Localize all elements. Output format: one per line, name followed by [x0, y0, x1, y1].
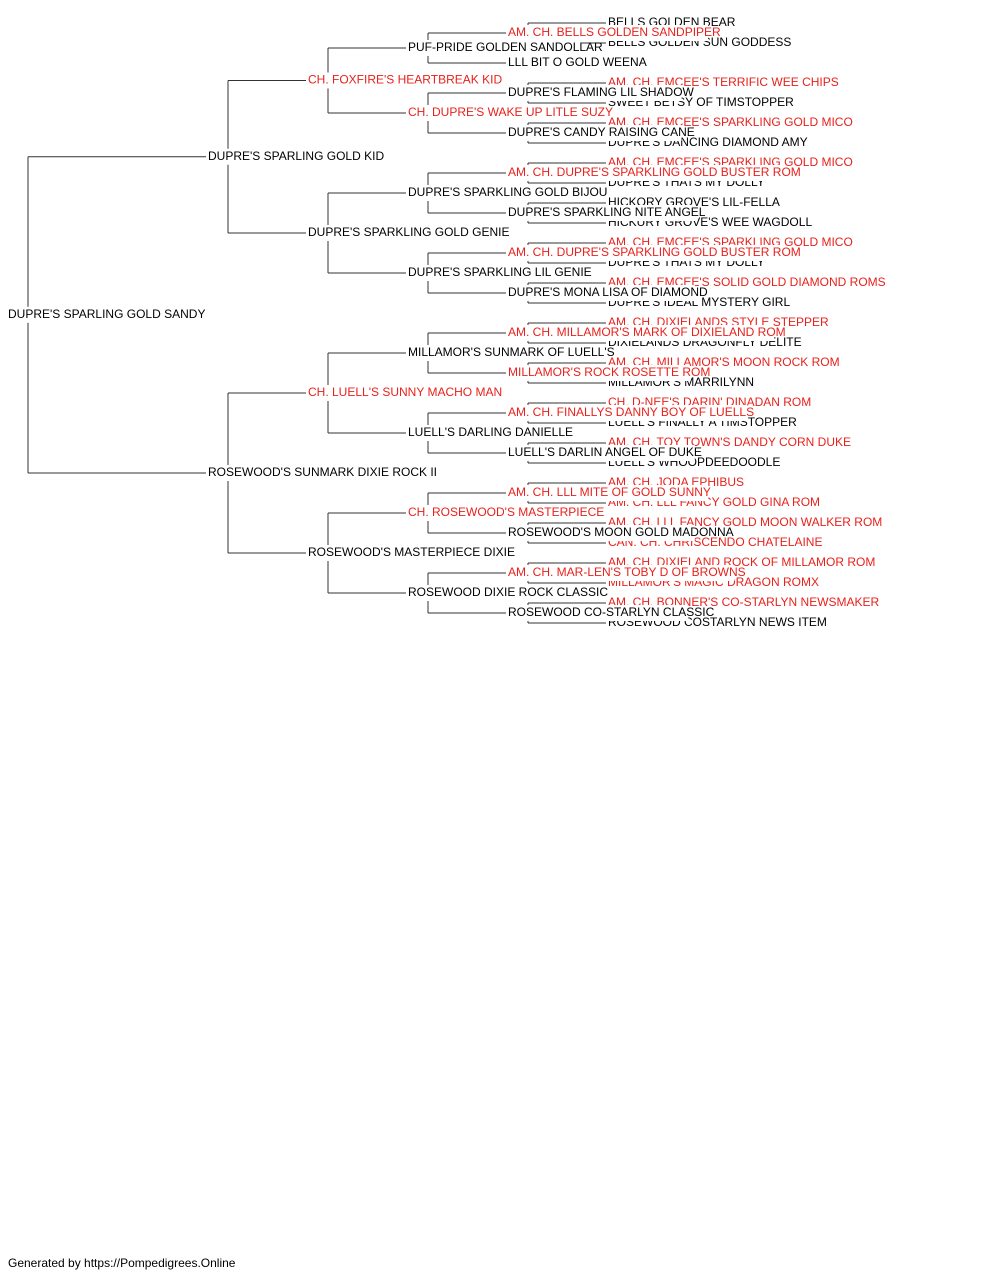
- pedigree-name-gen4: DUPRE'S FLAMING LIL SHADOW: [508, 85, 695, 99]
- pedigree-label-backdrop: [506, 165, 781, 181]
- pedigree-label-backdrop: [506, 55, 642, 71]
- pedigree-name-gen3: PUF-PRIDE GOLDEN SANDOLLAR: [408, 40, 603, 54]
- pedigree-name-gen3: LUELL'S DARLING DANIELLE: [408, 425, 573, 439]
- pedigree-label-backdrop: [506, 325, 774, 341]
- pedigree-name-gen3: CH. DUPRE'S WAKE UP LITLE SUZY: [408, 105, 613, 119]
- pedigree-name-gen1: ROSEWOOD'S SUNMARK DIXIE ROCK II: [208, 465, 437, 479]
- pedigree-name-gen3: DUPRE'S SPARKLING GOLD BIJOU: [408, 185, 607, 199]
- pedigree-name-gen4: AM. CH. DUPRE'S SPARKLING GOLD BUSTER RO…: [508, 165, 801, 179]
- pedigree-name-gen3: DUPRE'S SPARKLING LIL GENIE: [408, 265, 592, 279]
- pedigree-label-backdrop: [506, 485, 708, 501]
- pedigree-name-gen0: DUPRE'S SPARLING GOLD SANDY: [8, 307, 205, 321]
- pedigree-name-gen4: AM. CH. MAR-LEN'S TOBY D OF BROWNS: [508, 565, 746, 579]
- pedigree-label-backdrop: [506, 365, 689, 381]
- pedigree-name-gen2: CH. LUELL'S SUNNY MACHO MAN: [308, 385, 502, 399]
- pedigree-label-backdrop: [506, 605, 689, 621]
- pedigree-label-backdrop: [406, 40, 582, 56]
- pedigree-name-gen3: ROSEWOOD DIXIE ROCK CLASSIC: [408, 585, 608, 599]
- pedigree-label-backdrop: [406, 425, 569, 441]
- pedigree-label-backdrop: [506, 245, 781, 261]
- pedigree-label-backdrop: [506, 525, 695, 541]
- pedigree-label-backdrop: [406, 585, 589, 601]
- pedigree-name-gen4: ROSEWOOD'S MOON GOLD MADONNA: [508, 525, 734, 539]
- footer-credit: Generated by https://Pompedigrees.Online: [8, 1256, 236, 1270]
- pedigree-name-gen4: AM. CH. LLL MITE OF GOLD SUNNY: [508, 485, 711, 499]
- pedigree-label-backdrop: [506, 205, 695, 221]
- pedigree-name-gen4: AM. CH. BELLS GOLDEN SANDPIPER: [508, 25, 721, 39]
- pedigree-name-gen4: MILLAMOR'S ROCK ROSETTE ROM: [508, 365, 710, 379]
- pedigree-label-backdrop: [306, 225, 495, 241]
- pedigree-label-backdrop: [206, 148, 375, 165]
- pedigree-label-backdrop: [506, 565, 735, 581]
- pedigree-name-gen4: AM. CH. DUPRE'S SPARKLING GOLD BUSTER RO…: [508, 245, 801, 259]
- pedigree-label-backdrop: [406, 345, 602, 361]
- pedigree-label-backdrop: [206, 465, 422, 481]
- pedigree-label-backdrop: [406, 105, 608, 121]
- pedigree-name-gen4: LLL BIT O GOLD WEENA: [508, 55, 647, 69]
- pedigree-name-gen4: LUELL'S DARLIN ANGEL OF DUKE: [508, 445, 702, 459]
- pedigree-name-gen4: AM. CH. MILLAMOR'S MARK OF DIXIELAND ROM: [508, 325, 786, 339]
- pedigree-label-backdrop: [506, 25, 708, 41]
- pedigree-label-backdrop: [506, 445, 695, 461]
- pedigree-label-backdrop: [506, 85, 682, 101]
- pedigree-name-gen1: DUPRE'S SPARLING GOLD KID: [208, 149, 384, 163]
- pedigree-label-backdrop: [506, 125, 682, 141]
- pedigree-name-gen3: CH. ROSEWOOD'S MASTERPIECE: [408, 505, 604, 519]
- pedigree-label-backdrop: [406, 185, 595, 201]
- pedigree-label-backdrop: [506, 285, 695, 301]
- pedigree-name-gen2: CH. FOXFIRE'S HEARTBREAK KID: [308, 73, 502, 87]
- pedigree-name-gen2: ROSEWOOD'S MASTERPIECE DIXIE: [308, 545, 515, 559]
- pedigree-label-backdrop: [406, 505, 582, 521]
- pedigree-label-backdrop: [406, 265, 589, 281]
- pedigree-label-backdrop: [306, 545, 495, 561]
- pedigree-label-backdrop: [306, 385, 489, 401]
- pedigree-name-gen2: DUPRE'S SPARKLING GOLD GENIE: [308, 225, 509, 239]
- pedigree-name-gen4: DUPRE'S CANDY RAISING CANE: [508, 125, 695, 139]
- pedigree-name-gen4: DUPRE'S MONA LISA OF DIAMOND: [508, 285, 708, 299]
- pedigree-name-gen4: ROSEWOOD CO-STARLYN CLASSIC: [508, 605, 715, 619]
- pedigree-label-backdrop: [6, 306, 189, 323]
- pedigree-label-backdrop: [506, 405, 748, 421]
- pedigree-name-gen3: MILLAMOR'S SUNMARK OF LUELL'S: [408, 345, 615, 359]
- pedigree-name-gen4: AM. CH. FINALLYS DANNY BOY OF LUELLS: [508, 405, 754, 419]
- pedigree-name-gen4: DUPRE'S SPARKLING NITE ANGEL: [508, 205, 706, 219]
- pedigree-label-backdrop: [306, 72, 495, 89]
